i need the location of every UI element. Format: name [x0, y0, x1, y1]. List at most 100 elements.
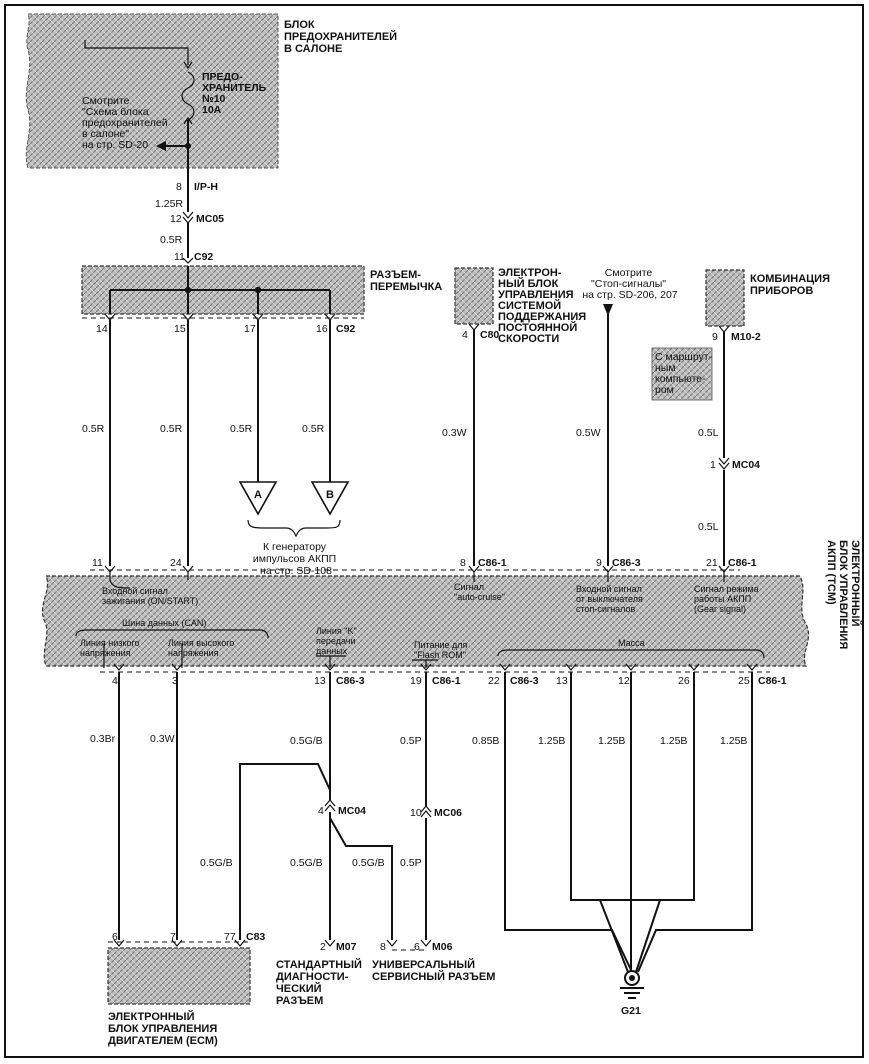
service-conn: M06	[432, 941, 453, 953]
jumper-pin-3: 17	[244, 323, 256, 335]
wire-label-low: 0.3Br	[90, 733, 116, 745]
cruise-pin: 4	[462, 329, 468, 341]
ref-a-label: A	[254, 489, 262, 501]
jumper-pin-1: 14	[96, 323, 108, 335]
trip-computer-note-box	[651, 347, 713, 401]
stop-note: Смотрите "Стоп-сигналы" на стр. SD-206, …	[582, 267, 677, 301]
tcm-bottom-pin-6: 13	[556, 675, 568, 687]
wire-gnd-1	[504, 672, 633, 973]
sig-high: Линия высокого напряжения	[168, 638, 237, 658]
tcm-bottom-pin-4: 19	[410, 675, 422, 687]
fuse-box-title: БЛОК ПРЕДОХРАНИТЕЛЕЙ В САЛОНЕ	[284, 19, 400, 55]
diag-title: СТАНДАРТНЫЙ ДИАГНОСТИ- ЧЕСКИЙ РАЗЪЕМ	[276, 958, 365, 1007]
jumper-wire-1: 0.5R	[82, 423, 105, 435]
wire-top-1: 1.25R	[155, 198, 183, 210]
ground-label: G21	[621, 1005, 641, 1017]
wire-label-gnd-2: 1.25B	[538, 735, 565, 747]
sig-k-line: Линия "K" передачи данных	[316, 626, 359, 656]
k-pin-mc04: 4	[318, 805, 324, 817]
wire-k-ecm	[239, 763, 331, 940]
cruise-wire: 0.3W	[442, 427, 467, 439]
ecm-conn: C83	[246, 931, 265, 943]
service-title: УНИВЕРСАЛЬНЫЙ СЕРВИСНЫЙ РАЗЪЕМ	[372, 958, 495, 983]
stop-wire: 0.5W	[576, 427, 601, 439]
tcm-bottom-pin-1: 4	[112, 675, 118, 687]
pin-iph: 8	[176, 181, 182, 193]
tcm-conn-top-1: C86-1	[478, 557, 507, 569]
sig-low: Линия низкого напряжения	[80, 638, 142, 658]
wire-label-k: 0.5G/B	[290, 735, 323, 747]
conn-mc05: MC05	[196, 213, 224, 225]
tcm-bottom-pin-2: 3	[172, 675, 178, 687]
conn-c92-in: C92	[194, 251, 213, 263]
tcm-top-pin-1: 11	[92, 557, 103, 569]
sig-flash: Питание для "Flash ROM"	[414, 640, 470, 660]
tcm-conn-top-2: C86-3	[612, 557, 641, 569]
top-wire	[182, 180, 194, 264]
jumper-connector	[81, 265, 365, 321]
wire-gnd-2	[570, 672, 695, 901]
tcm-top-pin-5: 21	[706, 557, 718, 569]
sig-mass: Масса	[618, 638, 645, 648]
wire-label-k-diag: 0.5G/B	[290, 857, 323, 869]
pulse-bracket	[247, 519, 341, 538]
ecm-pin-1: 6	[112, 931, 118, 943]
tcm-conn-bottom-1: C86-3	[336, 675, 365, 687]
ecm-pin-2: 7	[170, 931, 176, 943]
tcm-top-pin-3: 8	[460, 557, 466, 569]
cluster-conn: M10-2	[731, 331, 761, 343]
tcm-top-pin-4: 9	[596, 557, 602, 569]
wire-label-gnd-5: 1.25B	[720, 735, 747, 747]
wire-gnd-5	[637, 672, 753, 973]
cluster-title: КОМБИНАЦИЯ ПРИБОРОВ	[750, 273, 833, 297]
sig-stop: Входной сигнал от выключателя стоп-сигна…	[576, 584, 645, 614]
conn-iph: I/P-H	[194, 181, 218, 193]
cluster-conn-mc04: MC04	[732, 459, 760, 471]
wire-top-2: 0.5R	[160, 234, 183, 246]
tcm-top-pin-2: 24	[170, 557, 182, 569]
wire-label-flash-2: 0.5P	[400, 857, 422, 869]
tcm-module	[42, 565, 810, 673]
pin-mc05: 12	[170, 213, 182, 225]
ecm-pin-3: 77	[224, 931, 236, 943]
jumper-pin-4: 16	[316, 323, 328, 335]
wire-label-gnd-1: 0.85B	[472, 735, 499, 747]
ecm-title: ЭЛЕКТРОННЫЙ БЛОК УПРАВЛЕНИЯ ДВИГАТЕЛЕМ (…	[108, 1010, 220, 1047]
sig-can: Шина данных (CAN)	[122, 618, 206, 628]
sig-cruise: Сигнал "auto-cruise"	[454, 582, 505, 602]
fuse-box-see-note: Смотрите "Схема блока предохранителей в …	[82, 95, 171, 151]
cluster-pin: 9	[712, 331, 718, 343]
tcm-title: ЭЛЕКТРОННЫЙ БЛОК УПРАВЛЕНИЯ АКПП (TCM)	[825, 540, 862, 652]
tcm-conn-bottom-2: C86-1	[432, 675, 461, 687]
diag-pin: 2	[320, 941, 326, 953]
cluster-module	[705, 269, 745, 327]
service-pin-1: 8	[380, 941, 386, 953]
pulse-gen-note: К генератору импульсов АКПП на стр. SD-1…	[253, 541, 339, 577]
tcm-conn-top-3: C86-1	[728, 557, 757, 569]
jumper-pin-2: 15	[174, 323, 186, 335]
flash-pin-mc06: 10	[410, 807, 422, 819]
cluster-pin-mc04: 1	[710, 459, 716, 471]
cluster-wire-1: 0.5L	[698, 427, 719, 439]
cruise-title: ЭЛЕКТРОН- НЫЙ БЛОК УПРАВЛЕНИЯ СИСТЕМОЙ П…	[498, 267, 589, 345]
wire-label-gnd-4: 1.25B	[660, 735, 687, 747]
ecm-module	[107, 947, 251, 1005]
wire-label-k-serv: 0.5G/B	[352, 857, 385, 869]
diag-conn: M07	[336, 941, 357, 953]
fuse-box	[25, 13, 279, 180]
k-conn-mc04: MC04	[338, 805, 366, 817]
ground-symbol	[620, 970, 644, 999]
tcm-bottom-pin-5: 22	[488, 675, 500, 687]
tcm-bottom-pin-9: 25	[738, 675, 750, 687]
sig-gear: Сигнал режима работы АКПП (Gear signal)	[694, 584, 761, 614]
tcm-bottom-pin-7: 12	[618, 675, 630, 687]
flash-conn-mc06: MC06	[434, 807, 462, 819]
wire-label-flash: 0.5P	[400, 735, 422, 747]
stop-ref-arrow	[603, 304, 613, 316]
jumper-title: РАЗЪЕМ- ПЕРЕМЫЧКА	[370, 269, 442, 293]
jumper-wire-3: 0.5R	[230, 423, 253, 435]
ref-b-label: B	[326, 489, 334, 501]
wire-label-k-ecm: 0.5G/B	[200, 857, 233, 869]
wire-label-high: 0.3W	[150, 733, 175, 745]
